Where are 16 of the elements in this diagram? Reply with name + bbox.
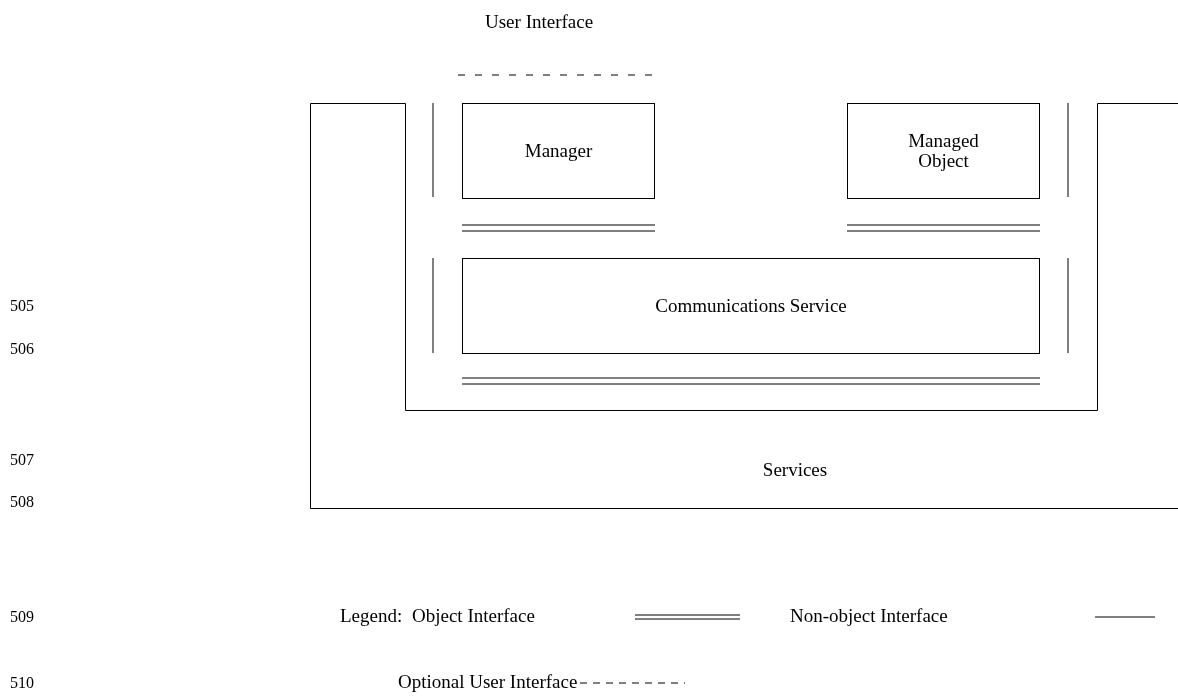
figure-line-number: 508 bbox=[10, 494, 34, 510]
node-label: Services bbox=[762, 460, 828, 479]
figure-line-number: 509 bbox=[10, 609, 34, 625]
figure-line-number: 510 bbox=[10, 675, 34, 691]
figure-line-number: 505 bbox=[10, 298, 34, 314]
label-text: User Interface bbox=[485, 12, 594, 31]
legend-label: Object Interface bbox=[412, 606, 535, 625]
label-text: Legend: bbox=[340, 606, 403, 625]
box-label: Manager bbox=[524, 141, 593, 161]
box-label: Communications Service bbox=[655, 296, 847, 316]
box-label: Managed Object bbox=[907, 131, 980, 171]
figure-line-number: 507 bbox=[10, 452, 34, 468]
legend-label: Non-object Interface bbox=[790, 606, 948, 625]
figure-line-number: 506 bbox=[10, 341, 34, 357]
legend-label: Optional User Interface bbox=[398, 672, 578, 691]
services-outline bbox=[310, 103, 1178, 509]
